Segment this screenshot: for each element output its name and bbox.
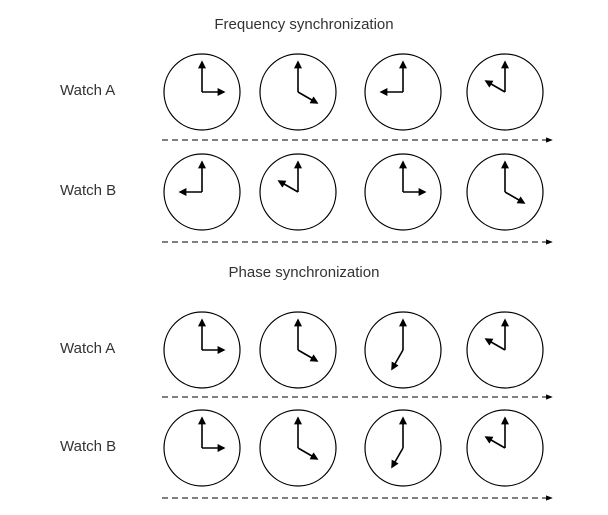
hour-hand	[297, 349, 319, 362]
section-title-phase: Phase synchronization	[228, 264, 380, 281]
clock-face	[364, 409, 442, 487]
hour-hand	[391, 349, 404, 371]
clock-face	[466, 153, 544, 231]
clock-face	[259, 153, 337, 231]
clock-face	[259, 311, 337, 389]
hour-hand	[297, 91, 319, 104]
hour-hand	[297, 447, 319, 460]
clock-face	[163, 409, 241, 487]
clock-face	[466, 409, 544, 487]
hour-hand	[504, 191, 526, 204]
hour-hand	[484, 436, 506, 449]
clock-face	[259, 53, 337, 131]
hour-hand	[277, 180, 299, 193]
clock-face	[364, 153, 442, 231]
clock-face	[259, 409, 337, 487]
hour-hand	[391, 447, 404, 469]
clock-face	[163, 53, 241, 131]
row-label-frequency-watch-b: Watch B	[60, 182, 117, 199]
clock-face	[364, 53, 442, 131]
clock-face	[466, 311, 544, 389]
section-title-frequency: Frequency synchronization	[214, 16, 394, 33]
row-label-phase-watch-b: Watch B	[60, 438, 117, 455]
clock-face	[466, 53, 544, 131]
row-label-frequency-watch-a: Watch A	[60, 82, 116, 99]
clock-face	[163, 153, 241, 231]
clock-face	[364, 311, 442, 389]
row-label-phase-watch-a: Watch A	[60, 340, 116, 357]
clock-face	[163, 311, 241, 389]
hour-hand	[484, 338, 506, 351]
hour-hand	[484, 80, 506, 93]
